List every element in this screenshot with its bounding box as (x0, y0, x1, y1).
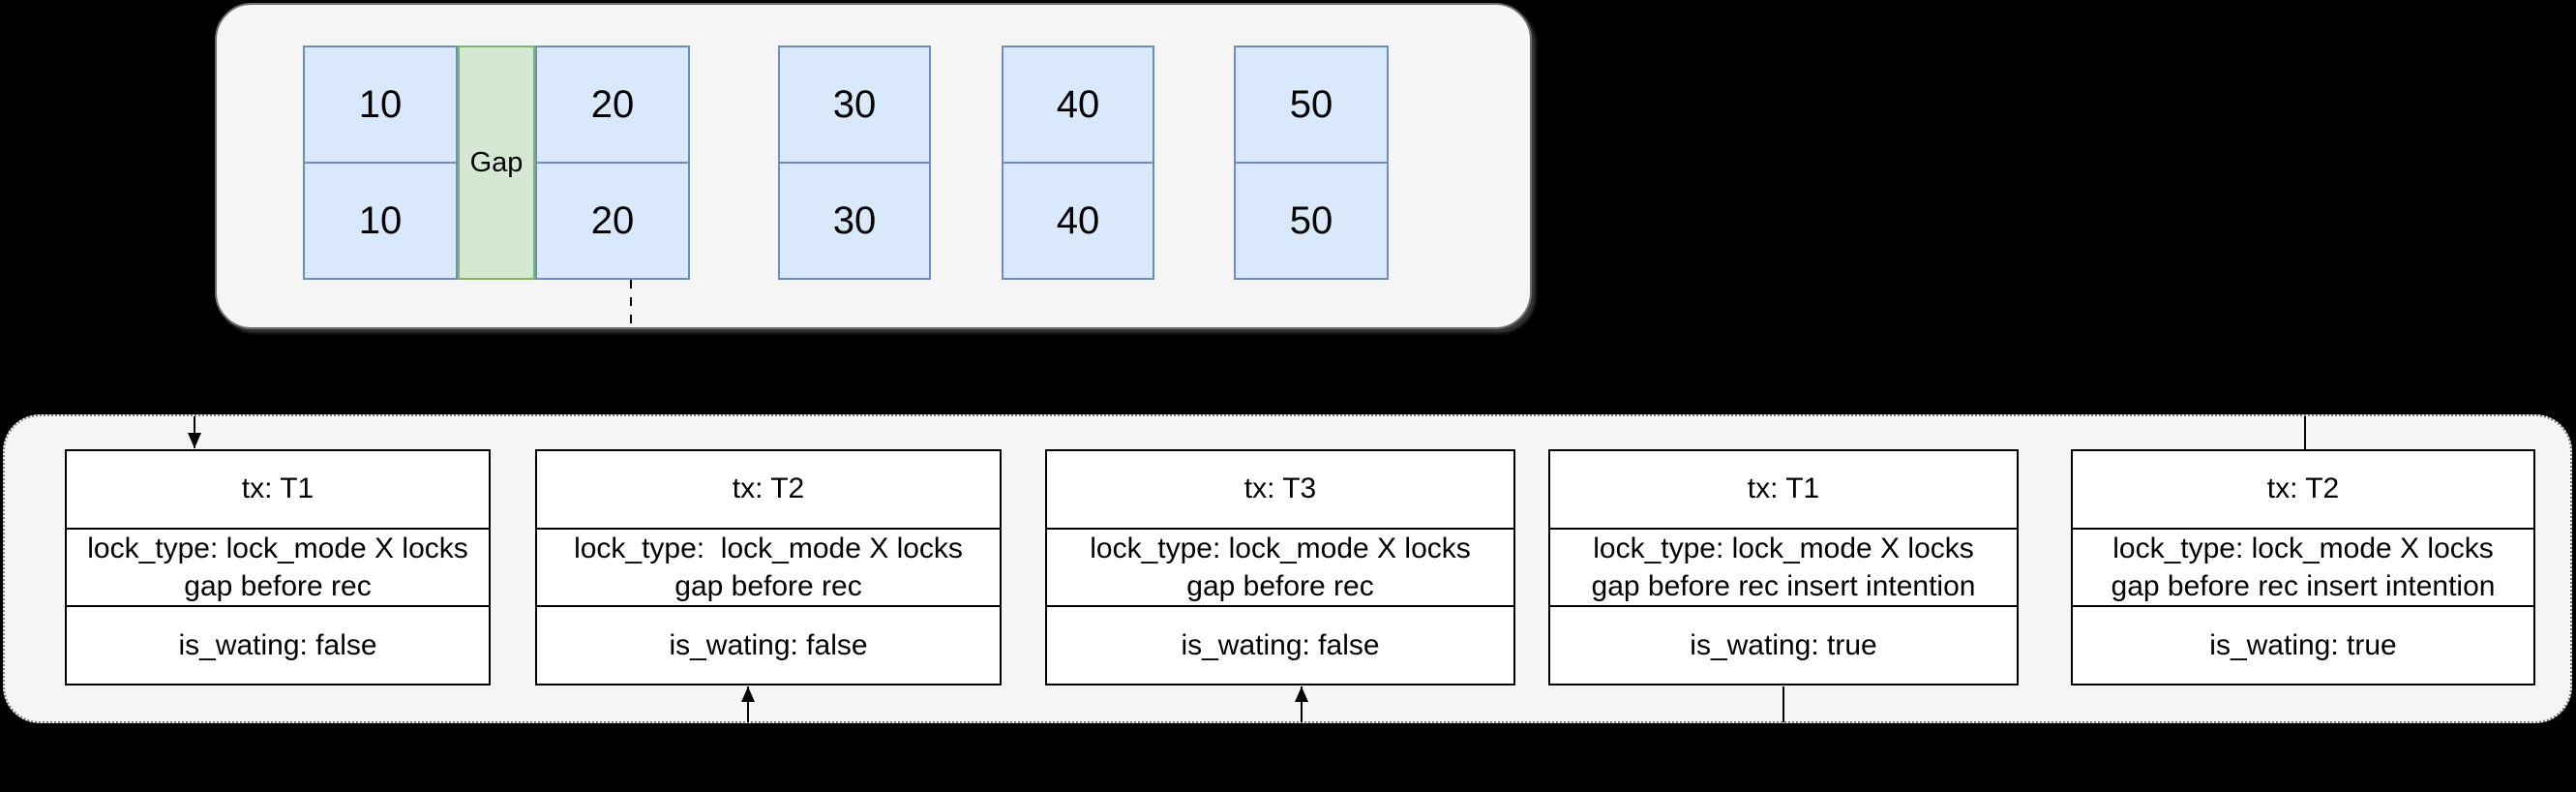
record-cell-30-bottom: 30 (778, 162, 931, 280)
line-from-lock-box-4-bottom (1777, 686, 1790, 722)
dashed-connector-from-record-20 (630, 280, 632, 328)
lock-type-label: lock_type: lock_mode X locks gap before … (1550, 527, 2017, 606)
lock-type-line1: lock_type: lock_mode X locks (574, 533, 963, 564)
locks-panel: tx: T1 lock_type: lock_mode X locks gap … (3, 414, 2572, 723)
lock-box-t3-gap: tx: T3 lock_type: lock_mode X locks gap … (1045, 449, 1515, 685)
lock-type-line2: gap before rec (674, 570, 862, 602)
lock-box-t1-gap: tx: T1 lock_type: lock_mode X locks gap … (65, 449, 491, 685)
lock-type-line2: gap before rec insert intention (2111, 570, 2496, 602)
lock-type-label: lock_type: lock_mode X locks gap before … (67, 527, 489, 606)
arrowhead-down-icon (188, 433, 201, 448)
lock-tx-label: tx: T2 (732, 472, 805, 505)
lock-waiting-label: is_wating: false (67, 605, 489, 684)
arrowhead-up-icon (741, 686, 755, 702)
record-cell-20-bottom: 20 (535, 162, 690, 280)
records-panel: 10 10 Gap 20 20 30 30 40 40 50 50 (215, 3, 1532, 329)
record-column-40: 40 40 (1002, 46, 1154, 280)
record-cell-50-top: 50 (1234, 46, 1389, 164)
line-into-lock-box-5-top (2298, 416, 2312, 449)
lock-type-line2: gap before rec (184, 570, 372, 602)
lock-type-line2: gap before rec insert intention (1591, 570, 1976, 602)
connector-stem (194, 416, 195, 448)
lock-type-label: lock_type: lock_mode X locks gap before … (537, 527, 1000, 606)
lock-box-t2-insert-intention: tx: T2 lock_type: lock_mode X locks gap … (2071, 449, 2535, 685)
record-column-10: 10 10 (303, 46, 458, 280)
connector-stem (747, 686, 749, 722)
record-cell-50-bottom: 50 (1234, 162, 1389, 280)
lock-waiting-label: is_wating: true (1550, 605, 2017, 684)
record-column-50: 50 50 (1234, 46, 1389, 280)
lock-type-line2: gap before rec (1186, 570, 1374, 602)
lock-type-line1: lock_type: lock_mode X locks (1593, 533, 1974, 564)
arrow-into-lock-box-3-bottom (1295, 686, 1308, 722)
record-cell-30-top: 30 (778, 46, 931, 164)
record-cell-40-bottom: 40 (1002, 162, 1154, 280)
record-cell-20-top: 20 (535, 46, 690, 164)
record-cell-10-bottom: 10 (303, 162, 458, 280)
record-cell-10-top: 10 (303, 46, 458, 164)
arrow-into-lock-box-1-top (188, 416, 201, 448)
record-cell-40-top: 40 (1002, 46, 1154, 164)
lock-box-t1-insert-intention: tx: T1 lock_type: lock_mode X locks gap … (1548, 449, 2019, 685)
lock-waiting-label: is_wating: false (1047, 605, 1513, 684)
connector-stem (1782, 686, 1784, 722)
lock-type-label: lock_type: lock_mode X locks gap before … (2073, 527, 2533, 606)
record-column-30: 30 30 (778, 46, 931, 280)
lock-type-label: lock_type: lock_mode X locks gap before … (1047, 527, 1513, 606)
arrowhead-up-icon (1295, 686, 1308, 702)
lock-tx-label: tx: T3 (1243, 472, 1317, 505)
lock-tx-label: tx: T2 (2266, 472, 2340, 505)
lock-waiting-label: is_wating: true (2073, 605, 2533, 684)
connector-stem (2304, 416, 2306, 449)
lock-tx-label: tx: T1 (1747, 472, 1820, 505)
gap-cell: Gap (458, 46, 535, 280)
arrow-into-lock-box-2-bottom (741, 686, 755, 722)
lock-waiting-label: is_wating: false (537, 605, 1000, 684)
connector-stem (1301, 686, 1303, 722)
lock-box-t2-gap: tx: T2 lock_type: lock_mode X locks gap … (535, 449, 1002, 685)
lock-type-line1: lock_type: lock_mode X locks (87, 533, 468, 564)
lock-type-line1: lock_type: lock_mode X locks (1090, 533, 1471, 564)
lock-type-line1: lock_type: lock_mode X locks (2112, 533, 2494, 564)
record-column-20: 20 20 (535, 46, 690, 280)
lock-tx-label: tx: T1 (241, 472, 315, 505)
